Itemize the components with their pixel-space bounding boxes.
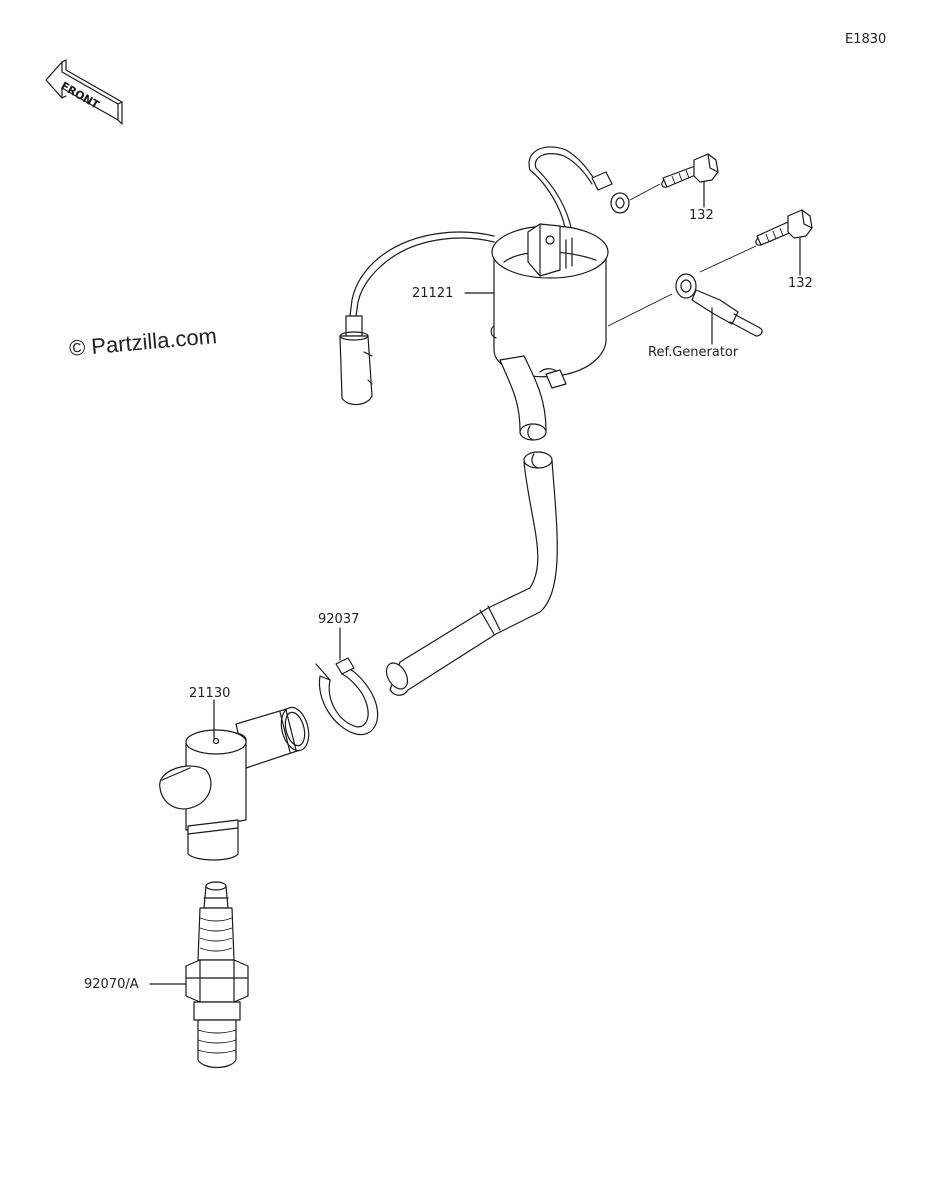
bolt-lower [755,209,813,246]
bolt-upper [661,153,719,188]
part-label-spark-plug[interactable]: 92070/A [84,977,139,992]
part-label-reference: Ref.Generator [648,345,739,360]
part-label-bolt-lower[interactable]: 132 [788,276,813,291]
ground-wire [528,146,630,233]
generator-ring-terminal [675,273,763,337]
part-label-clamp[interactable]: 92037 [318,612,360,627]
part-label-plug-cap[interactable]: 21130 [189,686,231,701]
diagram-code: E1830 [845,32,887,47]
ignition-coil [490,223,609,389]
primary-lead [339,231,495,406]
front-arrow-icon: FRONT [45,59,123,125]
hose-clamp [315,657,379,736]
high-tension-lead-upper [499,355,547,441]
high-tension-lead-lower [385,451,558,696]
spark-plug [185,881,249,1069]
part-label-bolt-upper[interactable]: 132 [689,208,714,223]
spark-plug-cap [159,706,310,861]
part-label-coil[interactable]: 21121 [412,286,454,301]
